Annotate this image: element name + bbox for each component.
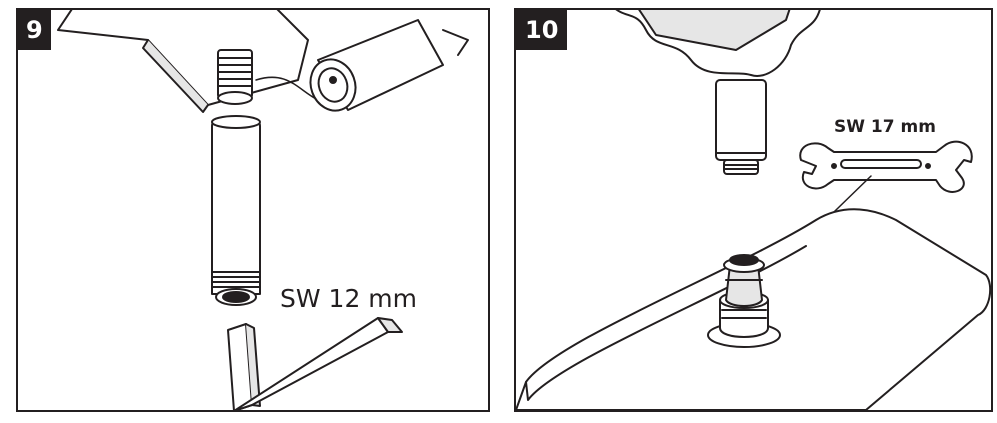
ball-joint-nut [707, 254, 781, 348]
safety-wire [255, 76, 319, 101]
shower-arm [715, 79, 767, 175]
tool-size-label: SW 12 mm [280, 284, 417, 313]
step-9-illustration: SW 12 mm [57, 10, 469, 410]
step-9-panel: 9 [16, 8, 490, 412]
step-10-illustration: SW 17 mm [516, 10, 991, 410]
hex-key [227, 317, 403, 410]
step-number-badge: 10 [516, 10, 568, 50]
step-10-panel: 10 [514, 8, 993, 412]
threaded-nipple [217, 49, 253, 105]
step-number-badge: 9 [18, 10, 51, 50]
tool-size-label: SW 17 mm [834, 117, 936, 137]
cap-cylinder [309, 19, 469, 112]
extension-tube [211, 115, 261, 306]
open-end-wrench [799, 140, 973, 193]
